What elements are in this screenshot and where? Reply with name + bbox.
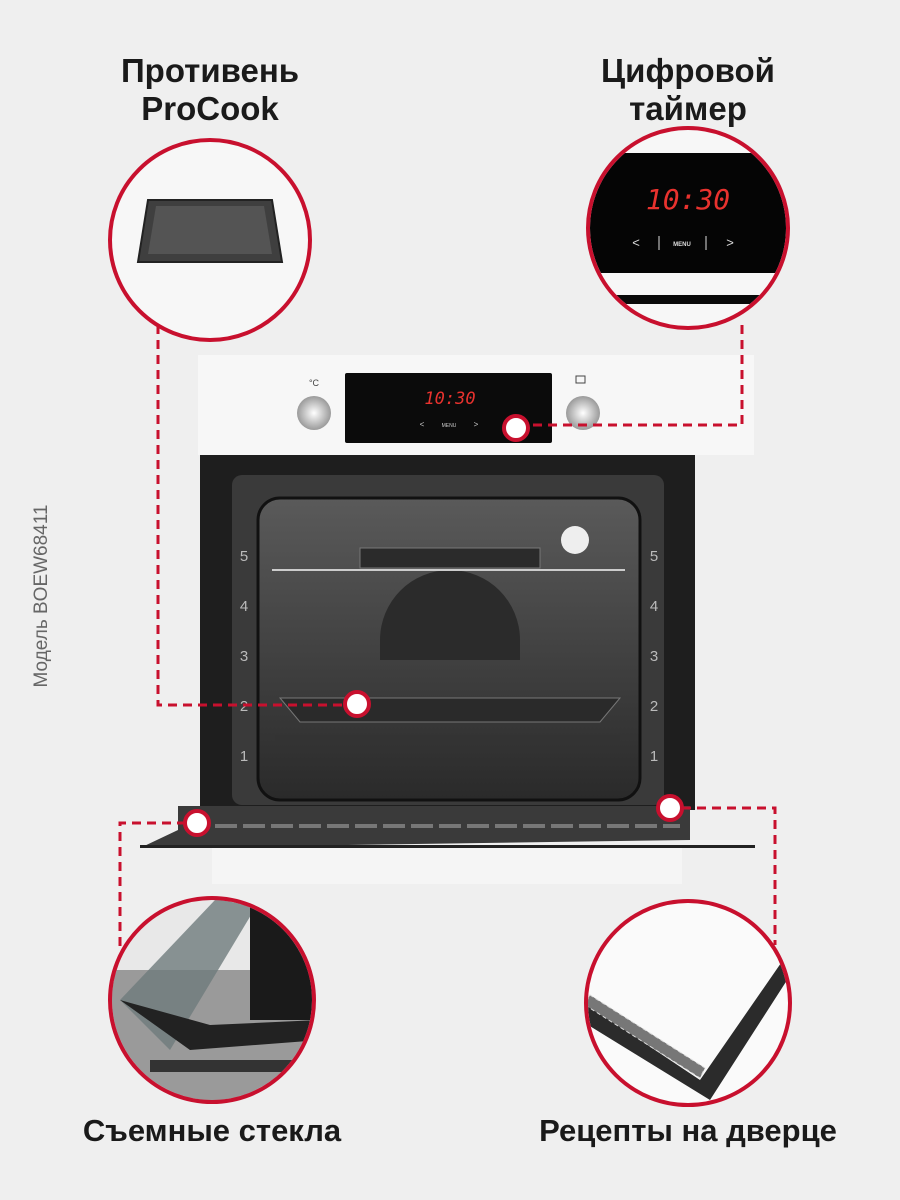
temperature-knob[interactable] xyxy=(297,396,331,430)
marker-tray xyxy=(343,690,371,718)
mode-icon xyxy=(575,375,586,384)
display-next[interactable]: > xyxy=(474,420,479,429)
shelf-label: 4 xyxy=(240,598,248,615)
shelf-label: 3 xyxy=(650,648,658,665)
marker-timer xyxy=(502,414,530,442)
shelf-label: 1 xyxy=(650,748,658,765)
title-line: ProCook xyxy=(141,90,279,127)
timer-detail-circle: 10:30 < MENU > xyxy=(586,126,790,330)
feature-title-timer: Цифровой таймер xyxy=(528,52,848,128)
display-menu[interactable]: MENU xyxy=(442,423,457,429)
feature-caption-recipes: Рецепты на дверце xyxy=(539,1113,837,1148)
shelf-label: 5 xyxy=(650,548,658,565)
recipes-detail-circle xyxy=(584,899,792,1107)
shelf-label: 4 xyxy=(650,598,658,615)
zoom-display-prev: < xyxy=(632,235,640,250)
zoom-display-next: > xyxy=(726,235,734,250)
shelf-label: 1 xyxy=(240,748,248,765)
marker-recipes xyxy=(656,794,684,822)
display-prev[interactable]: < xyxy=(420,420,425,429)
shelf-label: 5 xyxy=(240,548,248,565)
shelf-label: 2 xyxy=(650,698,658,715)
title-line: таймер xyxy=(629,90,747,127)
oven-door[interactable] xyxy=(140,806,755,884)
marker-glass xyxy=(183,809,211,837)
oven-lamp xyxy=(561,526,589,554)
display-time: 10:30 xyxy=(424,389,475,409)
tray-detail-circle xyxy=(108,138,312,342)
display-screen xyxy=(345,373,552,443)
title-line: Цифровой xyxy=(601,52,775,89)
callout-lines xyxy=(118,325,777,950)
zoom-display-time: 10:30 xyxy=(646,183,730,216)
feature-caption-glass: Съемные стекла xyxy=(82,1113,342,1148)
shelf-label: 3 xyxy=(240,648,248,665)
temp-symbol: °C xyxy=(309,378,320,388)
baking-tray xyxy=(278,697,622,723)
zoom-display-menu: MENU xyxy=(673,242,691,248)
control-panel: °C 10:30 < MENU > xyxy=(198,355,754,455)
oven-cavity xyxy=(200,455,695,810)
title-line: Противень xyxy=(120,52,300,89)
callout-markers xyxy=(183,414,684,837)
feature-title-tray: Противень ProCook xyxy=(50,52,370,128)
mode-knob[interactable] xyxy=(566,396,600,430)
glass-detail-circle xyxy=(108,896,316,1104)
